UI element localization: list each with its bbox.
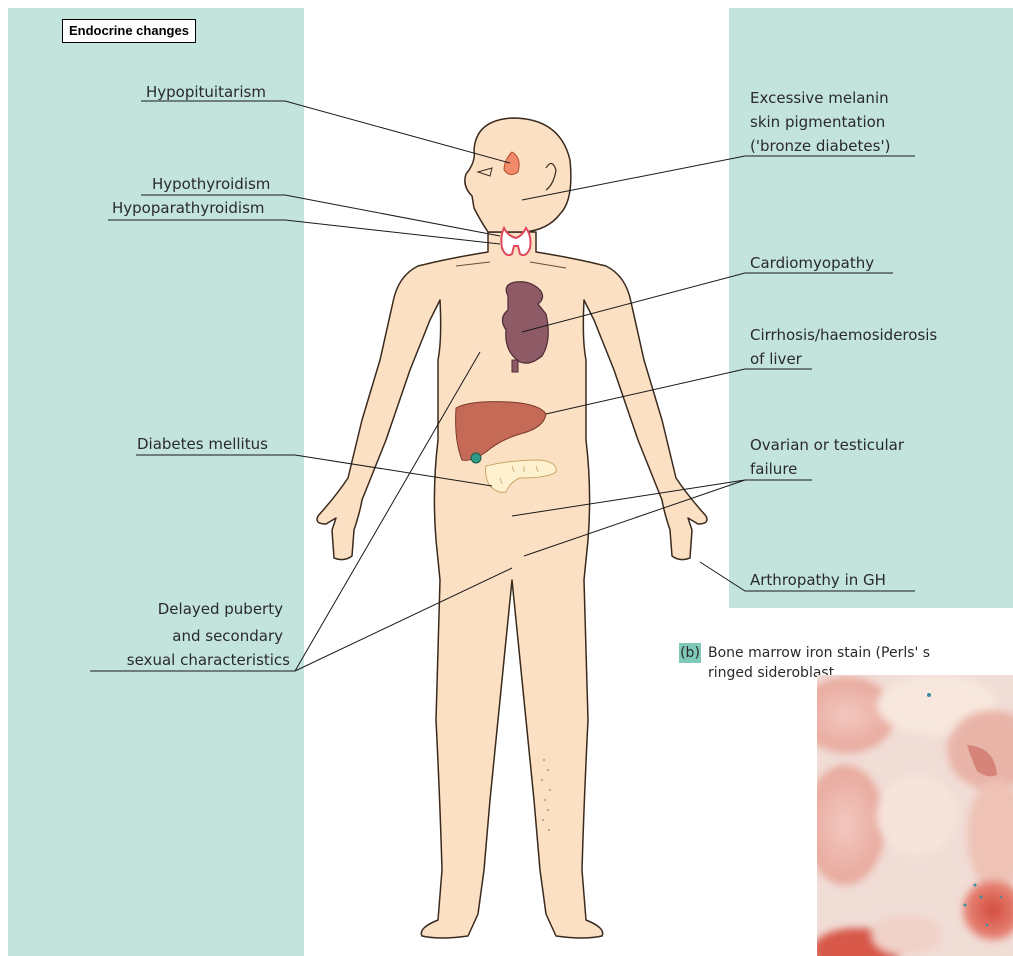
- label-arthropathy: Arthropathy in GH: [750, 571, 886, 590]
- bone-marrow-micrograph: [817, 675, 1013, 956]
- label-diabetes: Diabetes mellitus: [137, 435, 268, 454]
- label-ovarian-1: Ovarian or testicular: [750, 436, 904, 455]
- heart: [502, 282, 548, 363]
- label-hypothyroidism: Hypothyroidism: [152, 175, 270, 194]
- label-cardio: Cardiomyopathy: [750, 254, 874, 273]
- label-hypopituitarism: Hypopituitarism: [146, 83, 266, 102]
- gallbladder: [471, 453, 481, 463]
- label-puberty-1: Delayed puberty: [90, 600, 283, 619]
- line-melanin: [522, 156, 915, 200]
- label-ovarian-2: failure: [750, 460, 797, 479]
- label-puberty-3: sexual characteristics: [90, 651, 290, 670]
- label-puberty-2: and secondary: [90, 627, 283, 646]
- line-hypoparathyroidism: [108, 220, 500, 244]
- label-cirrhosis-2: of liver: [750, 350, 802, 369]
- line-hypopituitarism: [141, 101, 510, 163]
- figure-part-tag: (b): [679, 643, 701, 663]
- label-cirrhosis-1: Cirrhosis/haemosiderosis: [750, 326, 937, 345]
- label-melanin-3: ('bronze diabetes'): [750, 137, 890, 156]
- label-hypoparathyroidism: Hypoparathyroidism: [112, 199, 265, 218]
- label-melanin-1: Excessive melanin: [750, 89, 889, 108]
- caption-line-1: Bone marrow iron stain (Perls' s: [708, 643, 1013, 663]
- label-melanin-2: skin pigmentation: [750, 113, 885, 132]
- aorta: [512, 360, 518, 372]
